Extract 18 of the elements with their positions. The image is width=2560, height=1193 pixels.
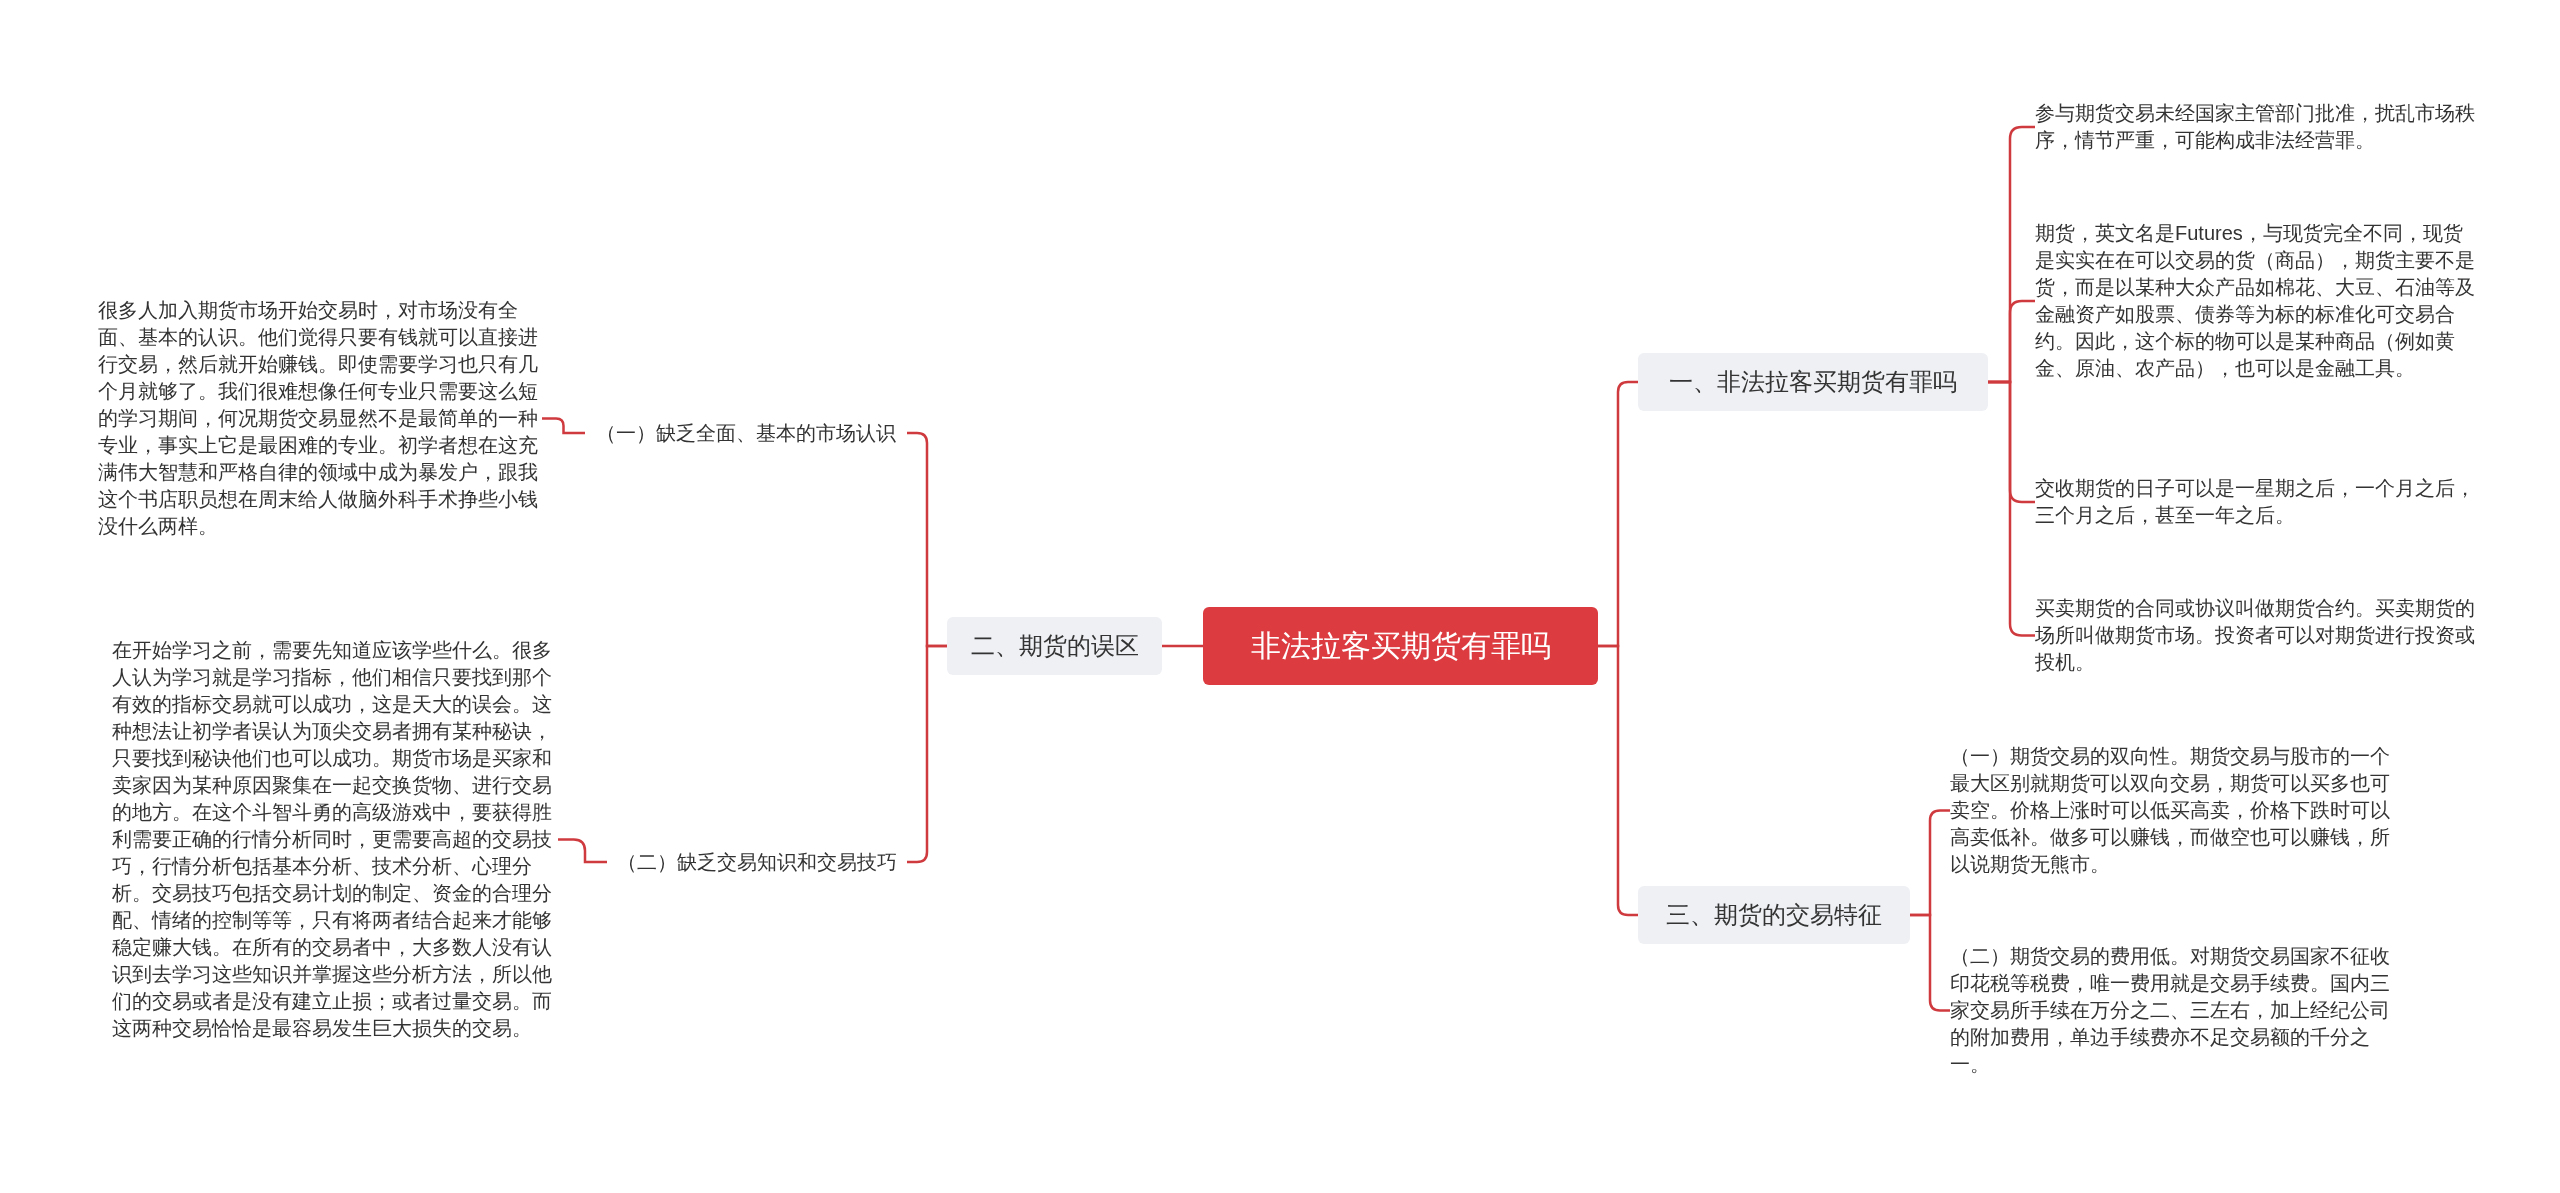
note-text: 交收期货的日子可以是一星期之后，一个月之后，三个月之后，甚至一年之后。 xyxy=(2035,475,2475,529)
note-text: 买卖期货的合同或协议叫做期货合约。买卖期货的场所叫做期货市场。投资者可以对期货进行投资或投机。 xyxy=(2035,595,2475,676)
connector-line xyxy=(542,417,585,435)
connector-line xyxy=(1162,644,1203,648)
subtopic-label: （二）缺乏交易知识和交易技巧 xyxy=(607,849,907,875)
topic-box: 一、非法拉客买期货有罪吗 xyxy=(1638,353,1988,411)
topic-box: 二、期货的误区 xyxy=(947,617,1162,675)
topic-box: 三、期货的交易特征 xyxy=(1638,886,1910,944)
note-text: （二）期货交易的费用低。对期货交易国家不征收印花税等税费，唯一费用就是交易手续费。国内三家交易所手续在万分之二、三左右，加上经纪公司的附加费用，单边手续费亦不足交易额的千分之一。 xyxy=(1950,943,2390,1078)
note-text: 很多人加入期货市场开始交易时，对市场没有全面、基本的认识。他们觉得只要有钱就可以直接进行交易，然后就开始赚钱。即使需要学习也只有几个月就够了。我们很难想像任何专业只需要这么短的学习期间，何况期货交易显然不是最简单的一种专业，事实上它是最困难的专业。初学者想在这充满伟大智慧和严格自律的领域中成为暴发户，跟我这个书店职员想在周末给人做脑外科手术挣些小钱没什么两样。 xyxy=(98,297,542,540)
note-text: 期货，英文名是Futures，与现货完全不同，现货是实实在在可以交易的货（商品），期货主要不是货，而是以某种大众产品如棉花、大豆、石油等及金融资产如股票、债券等为标的标准化可交易合约。因此，这个标的物可以是某种商品（例如黄金、原油、农产品），也可以是金融工具。 xyxy=(2035,220,2475,382)
note-text: 参与期货交易未经国家主管部门批准，扰乱市场秩序，情节严重，可能构成非法经营罪。 xyxy=(2035,100,2475,154)
connector-line xyxy=(1598,644,1638,917)
central-topic: 非法拉客买期货有罪吗 xyxy=(1203,607,1598,685)
subtopic-label: （一）缺乏全面、基本的市场认识 xyxy=(585,420,907,446)
connector-line xyxy=(558,838,607,864)
note-text: 在开始学习之前，需要先知道应该学些什么。很多人认为学习就是学习指标，他们相信只要找到那个有效的指标交易就可以成功，这是天大的误会。这种想法让初学者误认为顶尖交易者拥有某种秘诀，只要找到秘诀他们也可以成功。期货市场是买家和卖家因为某种原因聚集在一起交换货物、进行交易的地方。在这个斗智斗勇的高级游戏中，要获得胜利需要正确的行情分析同时，更需要高超的交易技巧，行情分析包括基本分析、技术分析、心理分析。交易技巧包括交易计划的制定、资金的合理分配、情绪的控制等等，只有将两者结合起来才能够稳定赚大钱。在所有的交易者中，大多数人没有认识到去学习这些知识并掌握这些分析方法，所以他们的交易或者是没有建立止损；或者过量交易。而这两种交易恰恰是最容易发生巨大损失的交易。 xyxy=(112,637,558,1042)
note-text: （一）期货交易的双向性。期货交易与股市的一个最大区别就期货可以双向交易，期货可以买多也可卖空。价格上涨时可以低买高卖，价格下跌时可以高卖低补。做多可以赚钱，而做空也可以赚钱，所以说期货无熊市。 xyxy=(1950,743,2390,878)
